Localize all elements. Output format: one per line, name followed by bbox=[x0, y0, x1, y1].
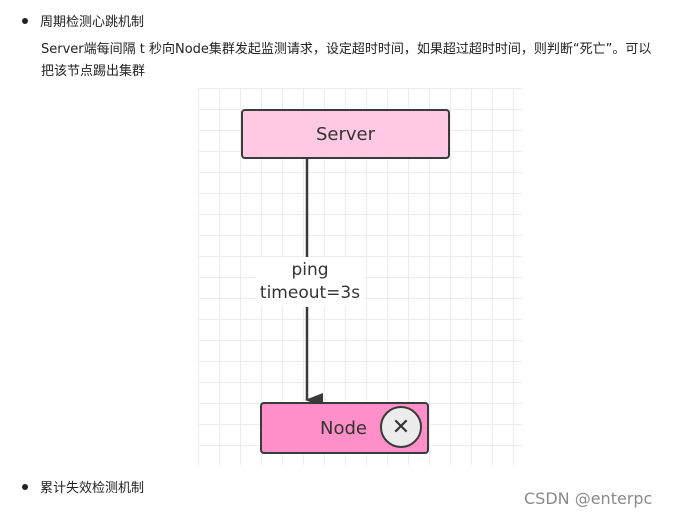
heartbeat-diagram: Server ping timeout=3s Node ✕ bbox=[198, 88, 523, 465]
close-icon: ✕ bbox=[380, 406, 422, 448]
close-glyph: ✕ bbox=[391, 414, 411, 440]
bullet-heartbeat-text: 周期检测心跳机制 bbox=[40, 15, 145, 30]
bullet-item-accrual: 累计失效检测机制 bbox=[22, 477, 144, 496]
bullet-dot bbox=[22, 483, 28, 490]
bullet-dot bbox=[22, 17, 28, 24]
server-label: Server bbox=[315, 123, 376, 145]
server-node-box: Server bbox=[241, 109, 450, 159]
ping-text: ping bbox=[291, 260, 329, 280]
bullet-item-heartbeat: 周期检测心跳机制 bbox=[22, 11, 144, 30]
timeout-text: timeout=3s bbox=[259, 283, 361, 303]
watermark: CSDN @enterpc bbox=[524, 489, 653, 508]
node-label: Node bbox=[320, 417, 367, 439]
bullet-accrual-text: 累计失效检测机制 bbox=[40, 481, 145, 496]
description-paragraph: Server端每间隔 t 秒向Node集群发起监测请求，设定超时时间，如果超过超… bbox=[41, 42, 652, 79]
edge-label: ping timeout=3s bbox=[256, 257, 364, 307]
